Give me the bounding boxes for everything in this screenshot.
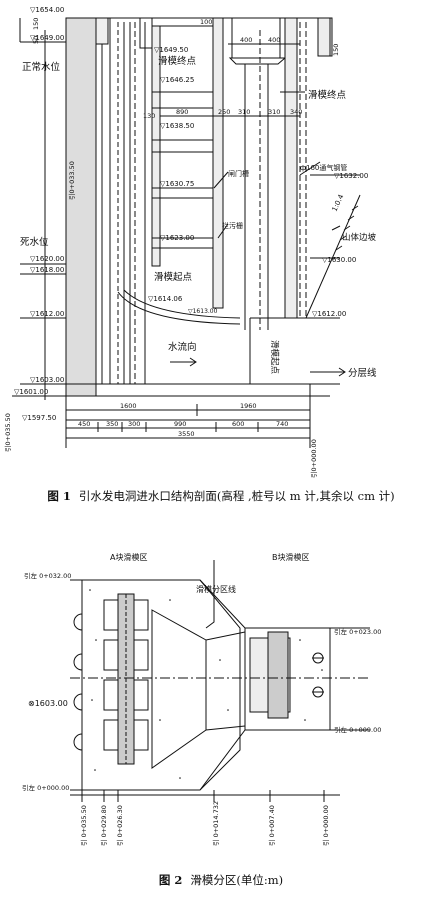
intake-section-drawing: ▽1654.00 ▽1649.00 ▽1649.50 ▽1646.25 ▽163…	[3, 6, 377, 478]
zone-divider-line	[205, 588, 215, 629]
elev-1618: ▽1618.00	[30, 266, 64, 274]
label-trash-rack: 拦污栅	[222, 221, 243, 230]
label-right-023: 引左 0+023.00	[334, 627, 381, 636]
dim-600: 600	[232, 420, 244, 428]
station-right: 引0+000.00	[309, 439, 318, 478]
dim-50: 50	[32, 36, 40, 44]
dim-1960: 1960	[240, 402, 257, 410]
label-slip-start-1: 滑模起点	[154, 271, 193, 283]
dim-990: 990	[174, 420, 186, 428]
dim-1600: 1600	[120, 402, 137, 410]
elev-1632: ▽1632.00	[334, 172, 368, 180]
label-zone-divider: 滑模分区线	[196, 584, 236, 594]
elev-1597-50: ▽1597.50	[22, 414, 56, 422]
dim-250: 250	[218, 108, 230, 116]
elev-1603: ▽1603.00	[30, 376, 64, 384]
dim-100a: 100	[200, 18, 212, 26]
tick-035-50: 引 0+035.50	[79, 805, 88, 846]
dim-310b: 310	[268, 108, 280, 116]
station-tick-labels: 引 0+035.50 引 0+029.80 引 0+026.30 引 0+014…	[79, 801, 330, 846]
station-left: 引0+035.50	[3, 413, 12, 452]
label-mountain-slope: 山体边坡	[342, 232, 377, 243]
figure-1-caption: 图 1 引水发电洞进水口结构剖面(高程 ,桩号以 m 计,其余以 cm 计)	[0, 488, 442, 504]
label-layer-line: 分层线	[348, 367, 377, 379]
dim-890: 890	[176, 108, 188, 116]
left-wall	[65, 17, 97, 397]
dim-740: 740	[276, 420, 288, 428]
bellmouth-curve	[123, 289, 241, 319]
slipform-zone-plan: A块滑模区 B块滑模区 滑模分区线 ⊗1603.00 引左 0+032.00 引…	[22, 552, 381, 846]
elev-1646-25: ▽1646.25	[160, 76, 194, 84]
label-gate-slot: 闸门槽	[228, 169, 249, 178]
figure-1-caption-text: 引水发电洞进水口结构剖面(高程 ,桩号以 m 计,其余以 cm 计)	[78, 489, 395, 503]
label-vent-pipe: ф160通气钢管	[300, 163, 347, 172]
label-flow-direction: 水流向	[168, 341, 197, 353]
dim-150b: 150	[332, 44, 340, 56]
label-slip-end-1: 滑模终点	[158, 55, 197, 67]
label-slope-ratio: 1:0.4	[331, 193, 346, 213]
label-zone-a: A块滑模区	[110, 552, 147, 562]
tick-007-40: 引 0+007.40	[267, 805, 276, 846]
figure-1-number: 图 1	[47, 489, 71, 503]
dim-350: 350	[106, 420, 118, 428]
label-elevation-1603: ⊗1603.00	[28, 699, 68, 708]
elev-1601: ▽1601.00	[14, 388, 48, 396]
dim-3550: 3550	[178, 430, 195, 438]
figure-1: ▽1654.00 ▽1649.00 ▽1649.50 ▽1646.25 ▽163…	[3, 6, 377, 478]
dim-310a: 310	[238, 108, 250, 116]
label-right-009: 引左 0+009.00	[334, 725, 381, 734]
tick-014-732: 引 0+014.732	[211, 801, 220, 846]
flow-arrow	[170, 357, 197, 367]
dim-450: 450	[78, 420, 90, 428]
elev-1613: ▽1613.00	[188, 308, 218, 315]
dim-130: 130	[143, 112, 155, 120]
tick-000-00: 引 0+000.00	[321, 805, 330, 846]
elev-1649: ▽1649.00	[30, 34, 64, 42]
figure-2-number: 图 2	[158, 873, 183, 887]
elev-1638-50: ▽1638.50	[160, 122, 194, 130]
dim-400b: 400	[268, 36, 280, 44]
elev-1623: ▽1623.00	[160, 234, 194, 242]
elev-1630-75: ▽1630.75	[160, 180, 194, 188]
figure-2: A块滑模区 B块滑模区 滑模分区线 ⊗1603.00 引左 0+032.00 引…	[0, 540, 442, 852]
dim-340: 340	[290, 108, 302, 116]
dim-400a: 400	[240, 36, 252, 44]
tick-029-80: 引 0+029.80	[99, 805, 108, 846]
elev-1620: ▽1620.00	[30, 255, 64, 263]
label-left-032: 引左 0+032.00	[24, 571, 71, 580]
elev-1612-left: ▽1612.00	[30, 310, 64, 318]
label-zone-b: B块滑模区	[272, 552, 310, 562]
label-left-000: 引左 0+000.00	[22, 783, 69, 792]
tick-026-30: 引 0+026.30	[115, 805, 124, 846]
dim-150a: 150	[32, 18, 40, 30]
station-mid: 引0+033.50	[67, 161, 76, 200]
right-wall	[284, 17, 298, 319]
elev-1614-06: ▽1614.06	[148, 295, 183, 303]
elev-1612-right: ▽1612.00	[312, 310, 346, 318]
gate-chambers	[103, 593, 149, 765]
dim-300: 300	[128, 420, 140, 428]
label-dead-water-level: 死水位	[20, 236, 49, 248]
elev-1630: ▽1630.00	[322, 256, 356, 264]
label-normal-water-level: 正常水位	[22, 61, 61, 73]
zone-a-outline	[81, 579, 241, 791]
elev-1649-50: ▽1649.50	[154, 46, 188, 54]
label-slip-start-2: 滑模起点	[269, 340, 280, 375]
mountain-slope-line	[305, 194, 361, 319]
label-slip-end-2: 滑模终点	[308, 89, 347, 101]
figure-2-caption-text: 滑模分区(单位:m)	[190, 873, 284, 887]
figure-2-caption: 图 2 滑模分区(单位:m)	[0, 872, 442, 888]
elev-1654: ▽1654.00	[30, 6, 64, 14]
